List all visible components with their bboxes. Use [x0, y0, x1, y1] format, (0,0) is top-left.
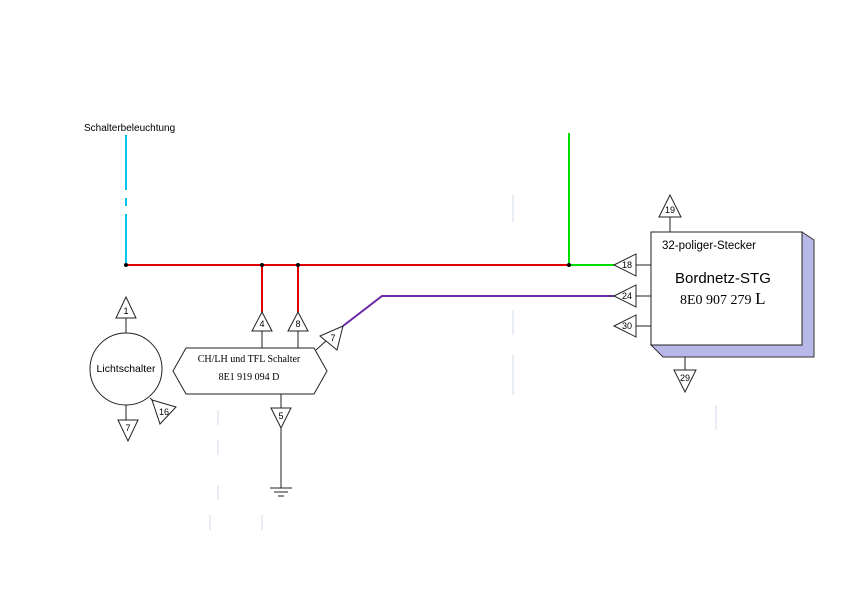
- svg-text:5: 5: [278, 411, 283, 421]
- pin-24: 24: [612, 284, 637, 308]
- background-artifacts: [209, 195, 717, 530]
- pin-18: 18: [612, 253, 637, 277]
- bcm-name: Bordnetz-STG: [675, 270, 771, 287]
- lichtschalter: Lichtschalter: [89, 332, 163, 406]
- pin-7-lichtschalter: 7: [117, 419, 139, 443]
- switch-module-name: CH/LH und TFL Schalter: [198, 354, 301, 365]
- lichtschalter-body: [89, 332, 163, 406]
- pin-4: 4: [251, 310, 273, 332]
- wires: [125, 133, 686, 488]
- pin-1: 1: [115, 295, 137, 319]
- svg-text:1: 1: [123, 306, 128, 316]
- junction-dot: [296, 263, 300, 267]
- junction-dot: [260, 263, 264, 267]
- svg-text:7: 7: [125, 423, 130, 433]
- svg-text:29: 29: [680, 373, 690, 383]
- bcm-box: 32-poliger-Stecker Bordnetz-STG 8E0 907 …: [649, 231, 815, 358]
- svg-text:16: 16: [159, 407, 169, 417]
- ground-icon: [270, 487, 292, 497]
- junction-dot: [567, 263, 571, 267]
- pin-7-module: 7: [319, 325, 344, 351]
- connector-label: 32-poliger-Stecker: [662, 240, 756, 252]
- pin-30: 30: [612, 314, 637, 338]
- pin-5: 5: [270, 407, 292, 430]
- svg-text:24: 24: [622, 291, 632, 301]
- lichtschalter-label: Lichtschalter: [97, 363, 156, 375]
- junction-dots: [124, 263, 571, 267]
- svg-text:30: 30: [622, 321, 632, 331]
- switch-module: CH/LH und TFL Schalter 8E1 919 094 D: [172, 347, 328, 395]
- svg-text:19: 19: [665, 205, 675, 215]
- switch-module-body: [172, 347, 328, 395]
- wire-green: [568, 133, 614, 266]
- switch-module-part: 8E1 919 094 D: [219, 372, 280, 383]
- svg-text:18: 18: [622, 260, 632, 270]
- svg-text:7: 7: [330, 333, 335, 343]
- bcm-part-number: 8E0 907 279 L: [680, 289, 765, 308]
- pin-29: 29: [673, 369, 697, 394]
- bcm-part-suffix: L: [755, 289, 765, 308]
- bcm-box-face: [650, 231, 803, 346]
- pins: 1 4 8 19 7 5 29 18: [115, 193, 697, 443]
- pin-16: 16: [151, 399, 177, 425]
- svg-text:4: 4: [259, 319, 264, 329]
- wire-module-to-pin7: [315, 339, 328, 351]
- junction-dot: [124, 263, 128, 267]
- wire-purple: [342, 295, 614, 327]
- svg-text:8: 8: [295, 319, 300, 329]
- pin-19: 19: [658, 193, 682, 218]
- pin-8: 8: [287, 310, 309, 332]
- schalterbeleuchtung-label: Schalterbeleuchtung: [84, 123, 175, 134]
